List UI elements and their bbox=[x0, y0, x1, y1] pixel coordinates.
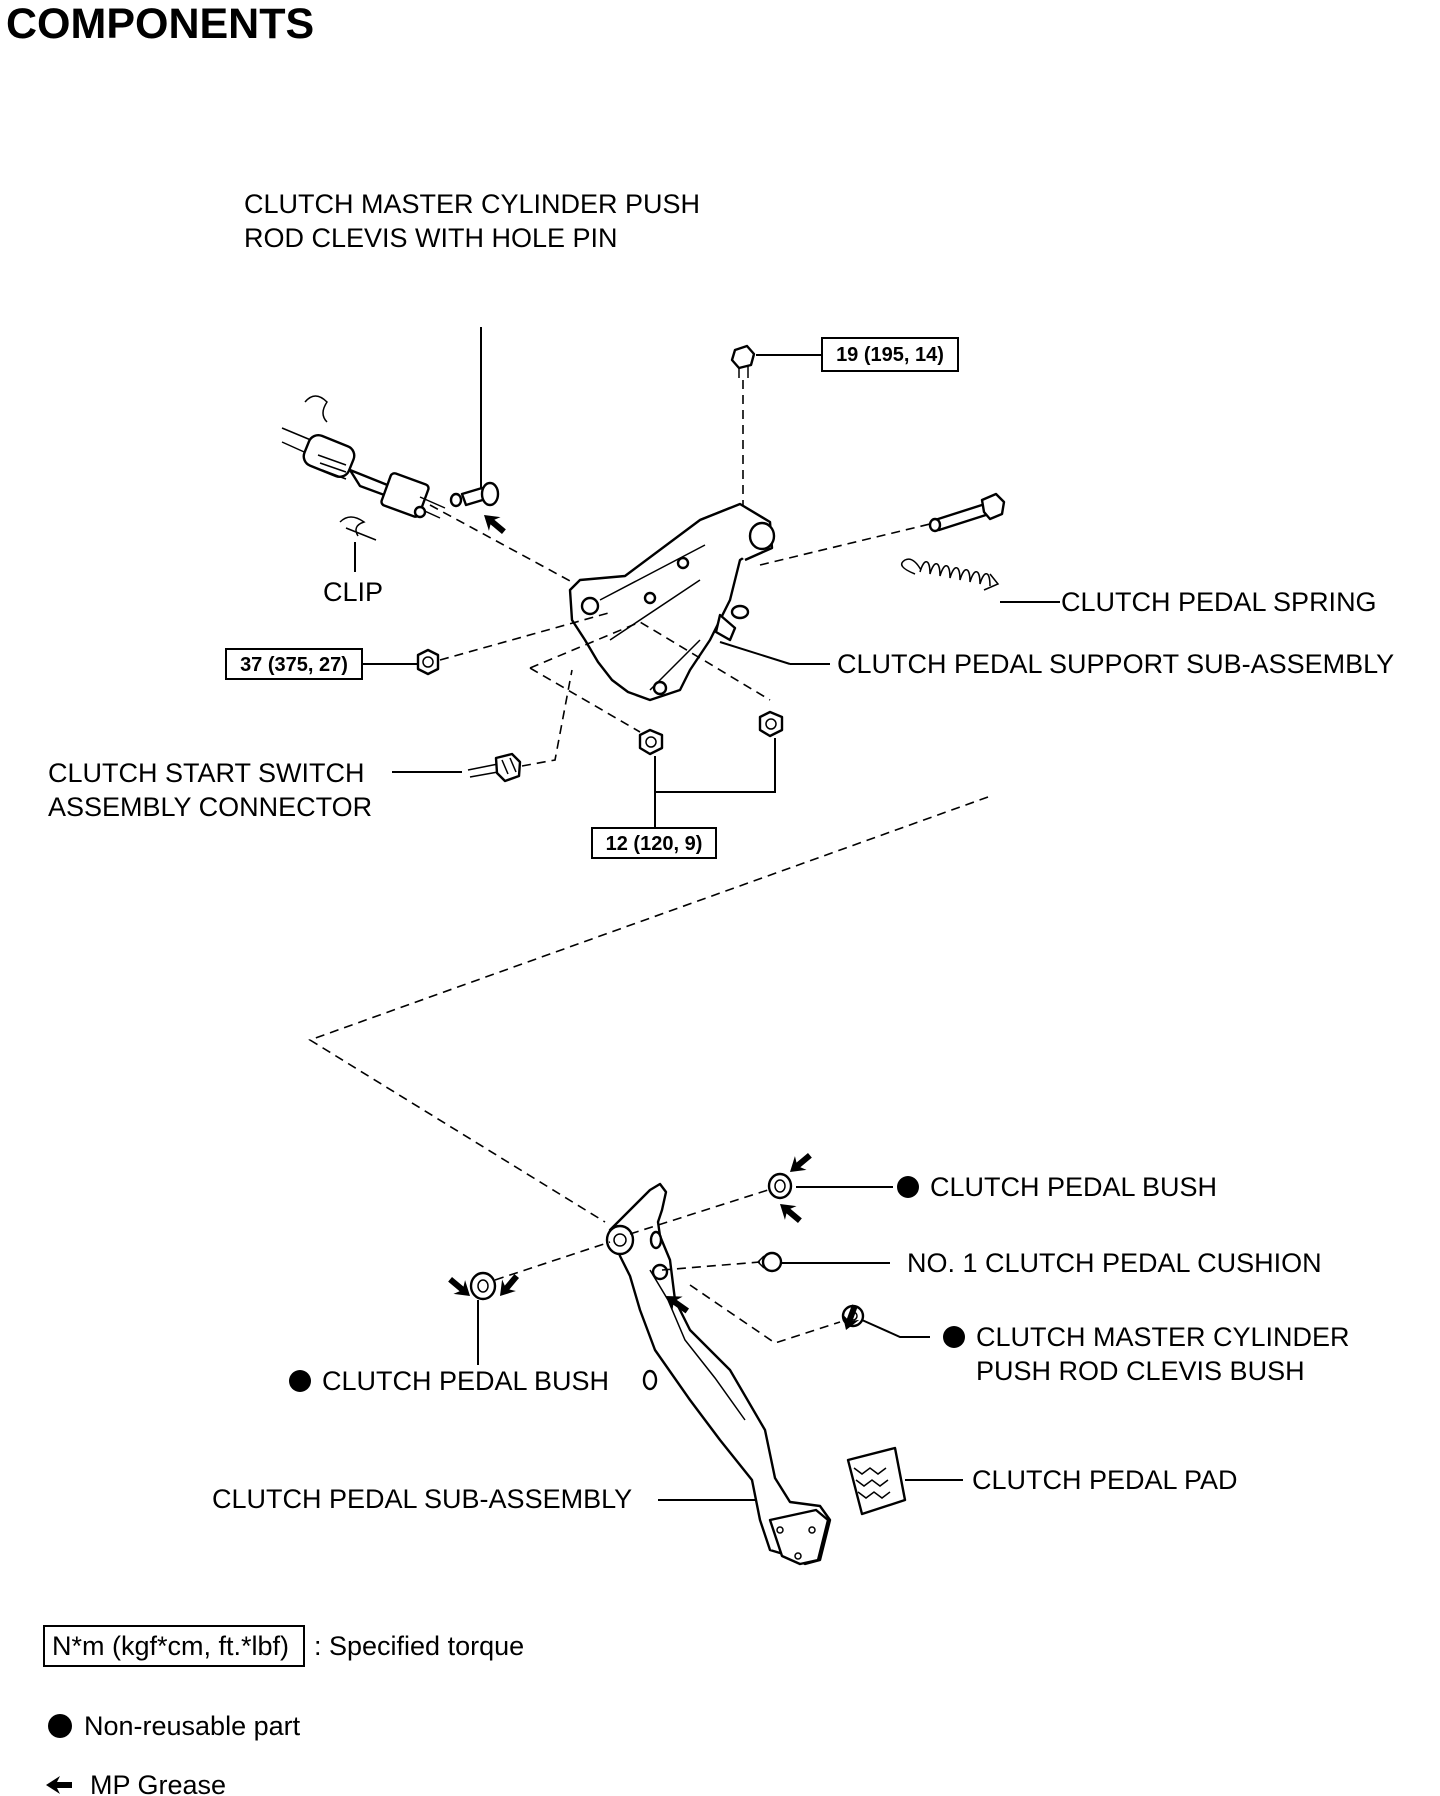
grease-arrow-icon-bush-right-b bbox=[774, 1197, 806, 1228]
leader-clevis-bush bbox=[861, 1319, 930, 1338]
label-support: CLUTCH PEDAL SUPPORT SUB-ASSEMBLY bbox=[837, 649, 1394, 679]
hole-pin-part bbox=[449, 481, 500, 508]
label-clevis-bush-line2: PUSH ROD CLEVIS BUSH bbox=[976, 1356, 1305, 1386]
pedal-pad-part bbox=[846, 1446, 907, 1516]
page-title: COMPONENTS bbox=[6, 0, 314, 48]
nonreusable-icon bbox=[48, 1714, 72, 1738]
nonreusable-icon-clevis-bush bbox=[943, 1326, 965, 1348]
legend-torque-box bbox=[43, 1625, 305, 1667]
pedal-support-part bbox=[568, 502, 776, 702]
legend-torque-units: N*m (kgf*cm, ft.*lbf) bbox=[52, 1631, 289, 1661]
switch-connector-part bbox=[467, 752, 522, 783]
assembly-line-clevis bbox=[429, 504, 573, 583]
assembly-line-clevis-bush bbox=[689, 1284, 841, 1344]
label-clip: CLIP bbox=[323, 577, 383, 607]
assembly-line-switch bbox=[521, 669, 573, 767]
assembly-line-cushion bbox=[661, 1261, 761, 1271]
pedal-bush-right-part bbox=[767, 1172, 793, 1200]
label-push-rod-pin-line1: CLUTCH MASTER CYLINDER PUSH bbox=[244, 189, 700, 219]
label-pedal-spring: CLUTCH PEDAL SPRING bbox=[1061, 587, 1377, 617]
pedal-spring-part bbox=[900, 558, 1000, 591]
cushion-part bbox=[757, 1251, 783, 1273]
clip-part bbox=[339, 516, 377, 541]
nut-left-part bbox=[416, 648, 440, 676]
assembly-line-support-to-pedal bbox=[308, 796, 989, 1223]
long-bolt-part bbox=[928, 492, 1006, 533]
label-clevis-bush-line1: CLUTCH MASTER CYLINDER bbox=[976, 1322, 1350, 1352]
torque-12: 12 (120, 9) bbox=[606, 833, 703, 855]
label-push-rod-pin-line2: ROD CLEVIS WITH HOLE PIN bbox=[244, 223, 618, 253]
legend-grease-text: MP Grease bbox=[90, 1770, 226, 1796]
torque-box-19 bbox=[821, 337, 959, 372]
grease-arrow-icon bbox=[46, 1776, 72, 1794]
label-cushion: NO. 1 CLUTCH PEDAL CUSHION bbox=[907, 1248, 1322, 1278]
label-pedal-sub: CLUTCH PEDAL SUB-ASSEMBLY bbox=[212, 1484, 632, 1514]
legend-nonreusable-text: Non-reusable part bbox=[84, 1711, 301, 1741]
torque-box-12 bbox=[591, 827, 717, 859]
bolt-top-part bbox=[730, 344, 756, 378]
torque-37: 37 (375, 27) bbox=[240, 654, 348, 676]
label-pedal-bush-right: CLUTCH PEDAL BUSH bbox=[930, 1172, 1217, 1202]
nut-lower-left-part bbox=[638, 728, 664, 756]
torque-19: 19 (195, 14) bbox=[836, 344, 944, 366]
pedal-bush-left-part bbox=[469, 1271, 497, 1301]
assembly-line-long-bolt bbox=[759, 523, 931, 566]
pedal-sub-assembly-part bbox=[605, 1182, 832, 1566]
label-switch-line2: ASSEMBLY CONNECTOR bbox=[48, 792, 372, 822]
legend-torque-text: : Specified torque bbox=[314, 1631, 524, 1661]
nut-lower-right-part bbox=[758, 710, 784, 738]
label-switch-line1: CLUTCH START SWITCH bbox=[48, 758, 365, 788]
leader-support bbox=[719, 641, 791, 665]
nonreusable-icon-bush-left bbox=[289, 1370, 311, 1392]
assembly-line-bush-right bbox=[629, 1189, 769, 1235]
label-pedal-bush-left: CLUTCH PEDAL BUSH bbox=[322, 1366, 609, 1396]
push-rod-clevis-part bbox=[281, 395, 446, 519]
grease-arrow-icon-bush-right-a bbox=[784, 1148, 816, 1179]
label-pedal-pad: CLUTCH PEDAL PAD bbox=[972, 1465, 1238, 1495]
assembly-line-bush-left bbox=[494, 1241, 611, 1281]
grease-arrow-icon-bush-left-b bbox=[493, 1270, 524, 1302]
nonreusable-icon-bush-right bbox=[897, 1176, 919, 1198]
leader-torque-12 bbox=[654, 738, 776, 793]
